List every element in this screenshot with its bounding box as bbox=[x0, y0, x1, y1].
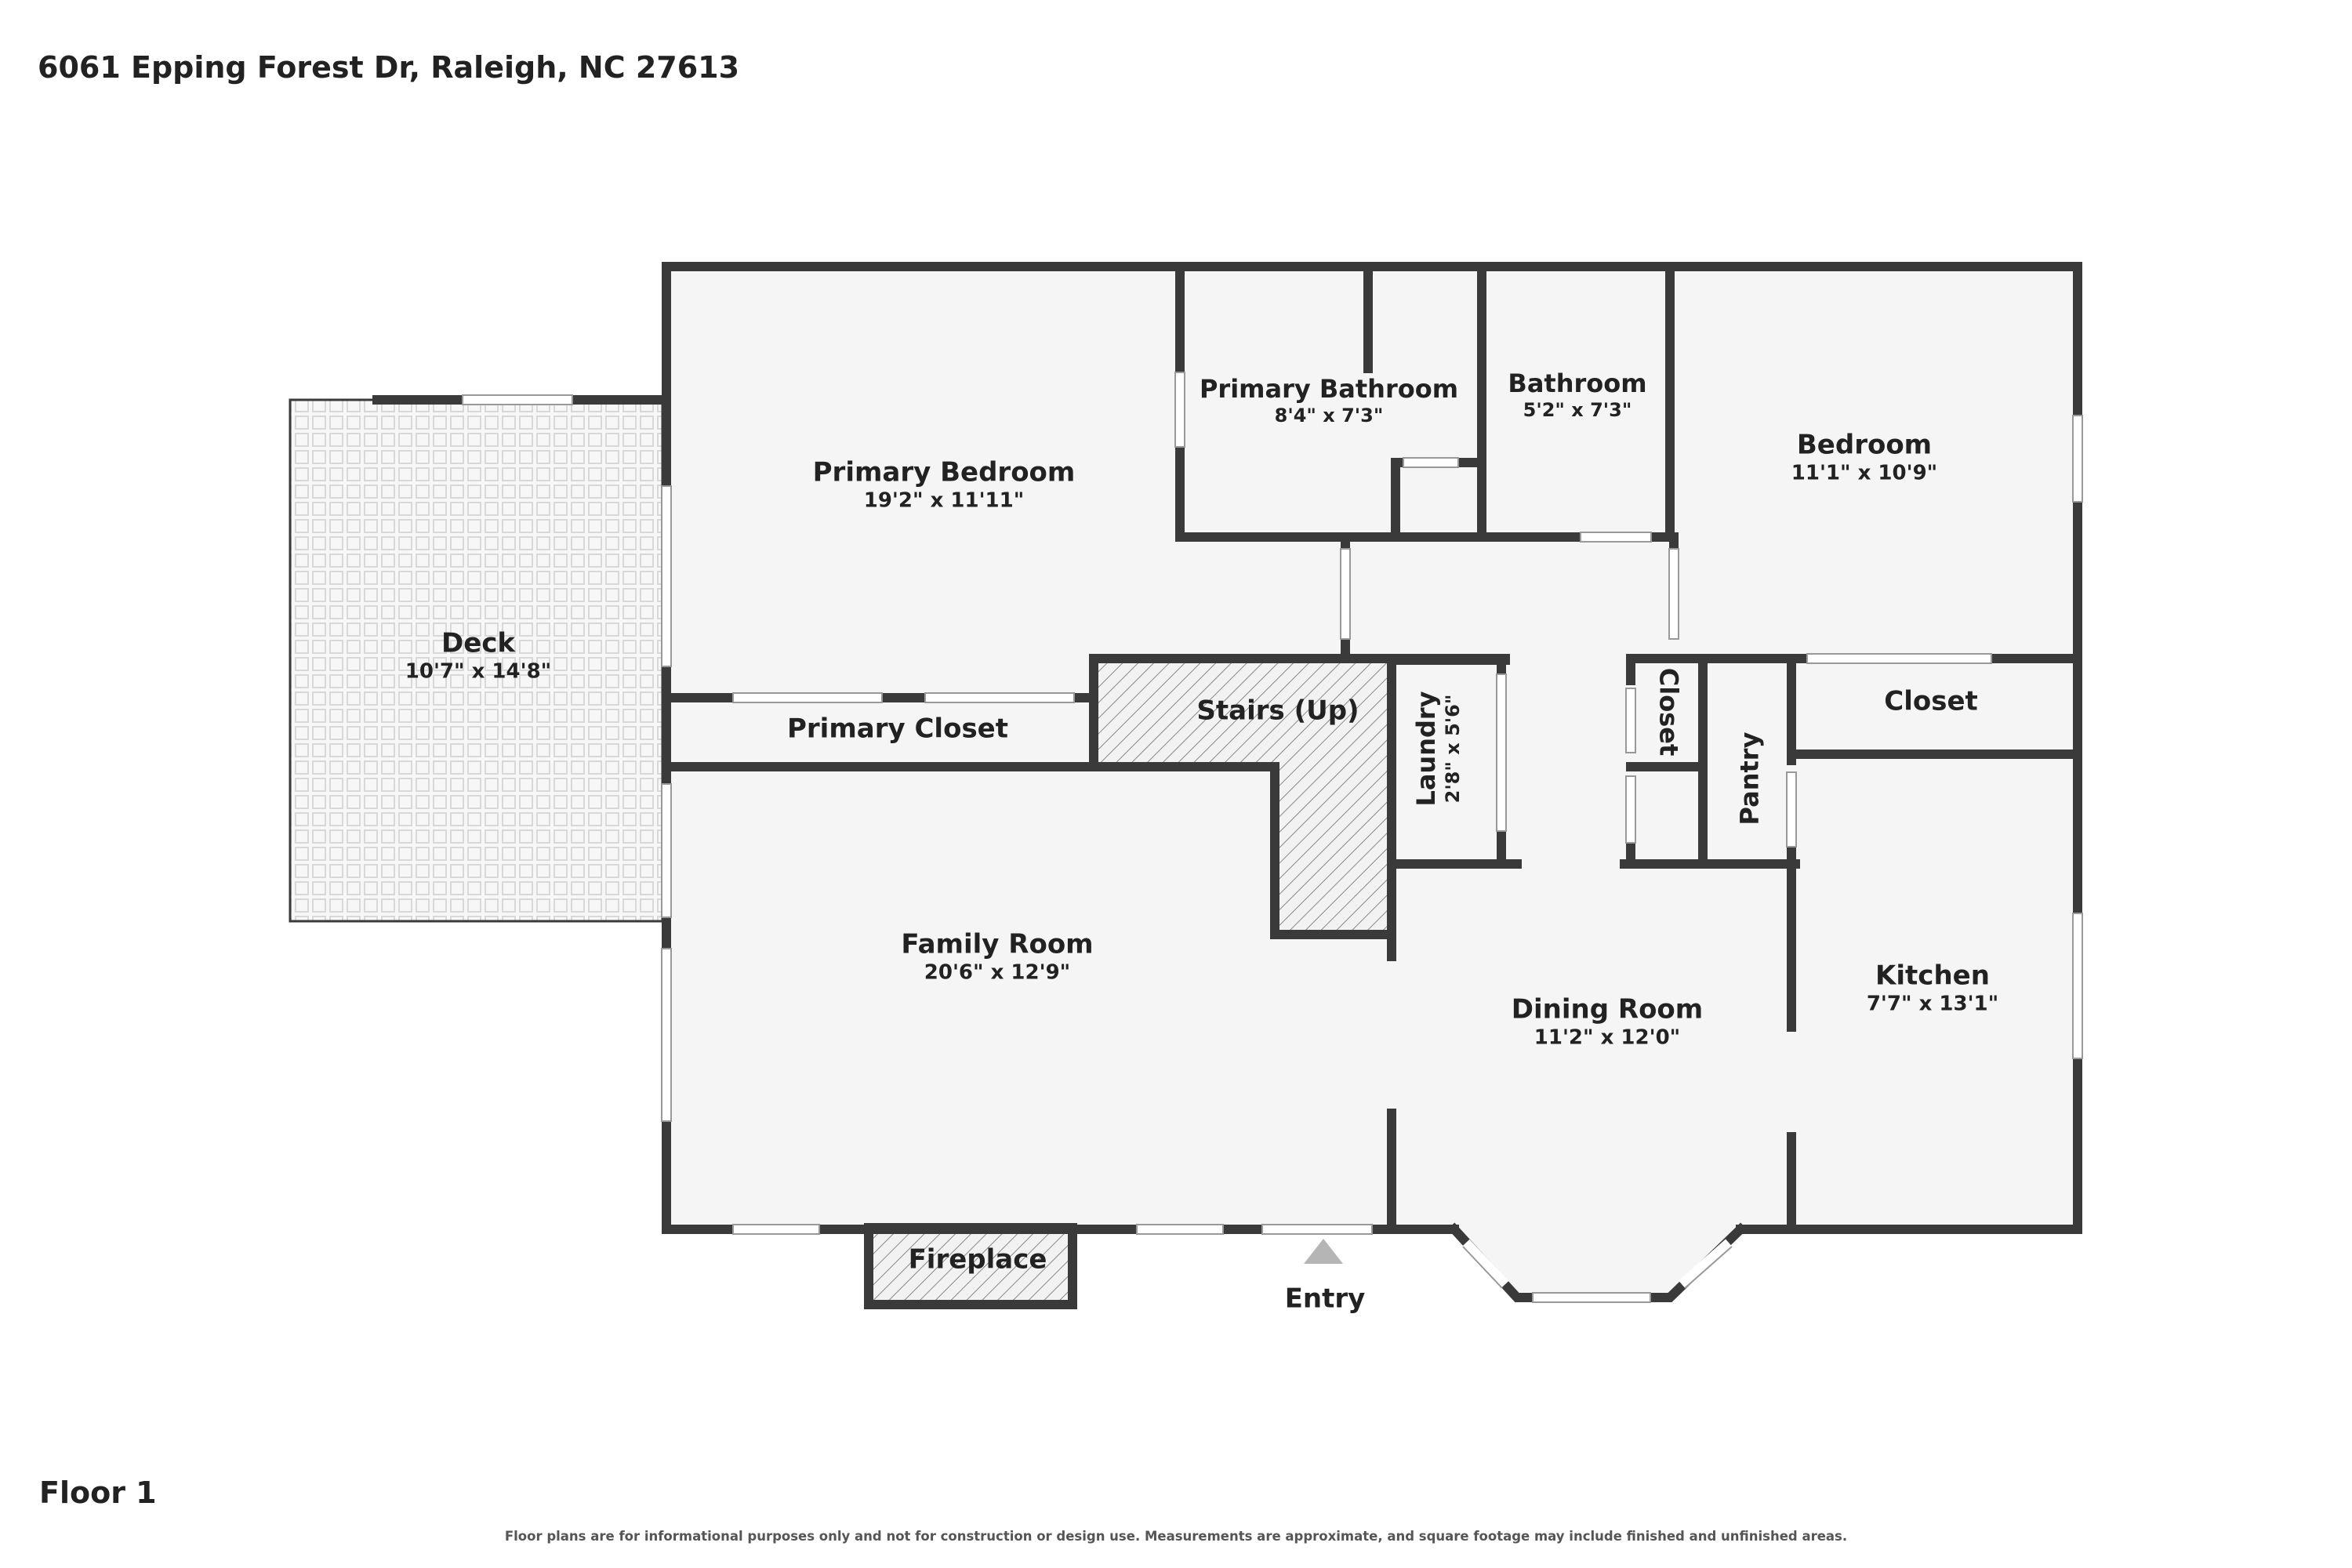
property-address: 6061 Epping Forest Dr, Raleigh, NC 27613 bbox=[38, 50, 740, 85]
room-laundry: Laundry 2'8" x 5'6" bbox=[1411, 691, 1464, 807]
room-bedroom: Bedroom 11'1" x 10'9" bbox=[1791, 429, 1938, 485]
room-bathroom: Bathroom 5'2" x 7'3" bbox=[1508, 368, 1647, 421]
room-primary-bedroom: Primary Bedroom 19'2" x 11'11" bbox=[812, 456, 1076, 513]
room-primary-bathroom: Primary Bathroom 8'4" x 7'3" bbox=[1199, 374, 1459, 426]
room-entry: Entry bbox=[1284, 1283, 1366, 1315]
room-stairs: Stairs (Up) bbox=[1196, 695, 1359, 727]
room-bedroom-closet: Closet bbox=[1884, 685, 1978, 717]
room-kitchen: Kitchen 7'7" x 13'1" bbox=[1866, 960, 1999, 1016]
stairs-area bbox=[1098, 662, 1390, 933]
room-dining-room: Dining Room 11'2" x 12'0" bbox=[1511, 993, 1704, 1050]
entry-arrow-icon bbox=[1304, 1239, 1343, 1264]
disclaimer-text: Floor plans are for informational purpos… bbox=[504, 1529, 1848, 1544]
room-hall-closet: Closet bbox=[1653, 667, 1684, 757]
windows bbox=[462, 372, 2083, 1303]
room-primary-closet: Primary Closet bbox=[787, 713, 1008, 745]
floor-label: Floor 1 bbox=[39, 1475, 157, 1510]
room-deck: Deck 10'7" x 14'8" bbox=[405, 627, 552, 684]
deck-area bbox=[289, 398, 664, 923]
room-family-room: Family Room 20'6" x 12'9" bbox=[901, 928, 1094, 985]
room-pantry: Pantry bbox=[1734, 731, 1765, 826]
room-fireplace: Fireplace bbox=[908, 1243, 1047, 1276]
